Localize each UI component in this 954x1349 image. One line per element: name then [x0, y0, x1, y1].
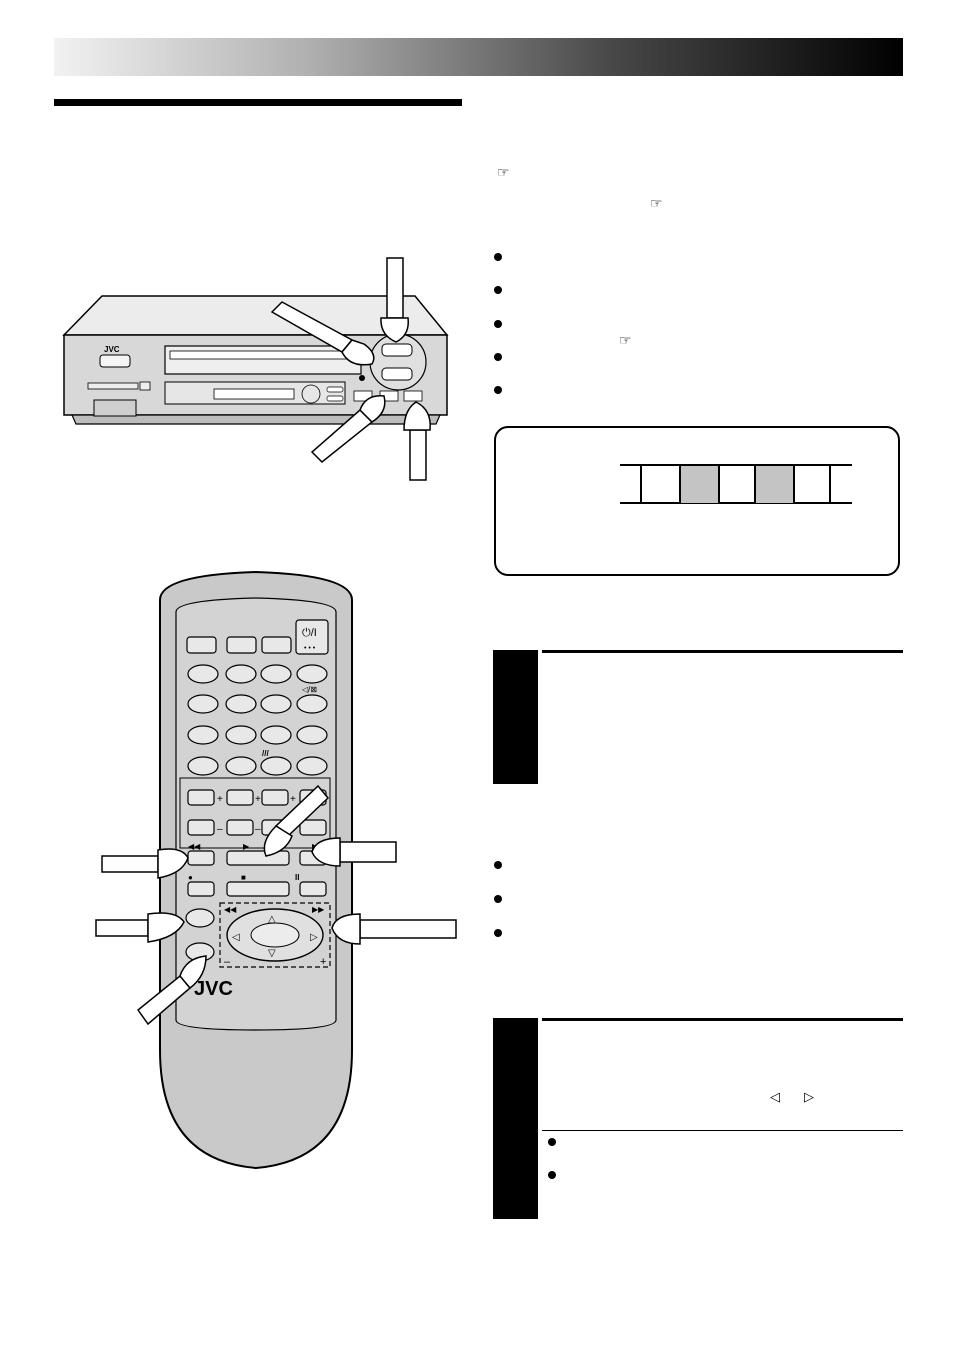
remote-record-button[interactable]: [187, 881, 215, 897]
tape-segment: [793, 466, 829, 503]
reference-hand-icon: ☞: [497, 164, 510, 180]
remote-power-dots: • • •: [304, 645, 316, 652]
pointing-hand-icon: [311, 837, 397, 867]
step-1-rule: [542, 650, 903, 653]
remote-hatch-label: ///: [262, 749, 269, 758]
header-gradient-bar: [54, 38, 903, 76]
remote-shuttle-right-label: ▶▶: [312, 905, 325, 914]
bullet-dot-icon: [494, 386, 502, 394]
info-box: [494, 426, 900, 576]
remote-stop-button[interactable]: [226, 881, 290, 897]
tape-segment-highlighted: [679, 466, 718, 503]
right-triangle-icon: ▷: [310, 932, 318, 943]
remote-plus-label: +: [255, 794, 261, 805]
right-triangle-icon: ▷: [804, 1089, 814, 1104]
remote-pause-button[interactable]: [299, 881, 327, 897]
vcr-pause-button[interactable]: [353, 390, 373, 402]
vcr-play-button[interactable]: [381, 343, 413, 357]
pointing-hand-icon: [270, 301, 375, 366]
step-2-tab: [493, 1018, 538, 1219]
remote-rec-label: ●: [188, 873, 193, 882]
pointing-hand-icon: [95, 912, 185, 943]
bullet-dot-icon: [548, 1171, 556, 1179]
remote-stop-label: ■: [241, 873, 246, 882]
vcr-display: [213, 388, 295, 400]
remote-play-label: ▶: [243, 842, 250, 851]
pointing-hand-icon: [403, 401, 431, 481]
vcr-power-button[interactable]: [99, 354, 131, 368]
svg-text:▽: ▽: [268, 948, 276, 959]
pointing-hand-icon: [101, 848, 189, 879]
left-triangle-icon: ◁: [770, 1089, 780, 1104]
reference-hand-icon: ☞: [619, 332, 632, 348]
remote-shuttle-minus-label: –: [224, 956, 231, 968]
tape-segment: [718, 466, 754, 503]
remote-minus-label: –: [255, 824, 261, 835]
pointing-hand-icon: [136, 955, 207, 1026]
tape-index-diagram: [620, 464, 852, 504]
remote-minus-label: –: [217, 824, 223, 835]
remote-side-button[interactable]: [185, 908, 215, 928]
step-2-rule: [542, 1018, 903, 1021]
bullet-dot-icon: [494, 895, 502, 903]
pointing-hand-icon: [380, 257, 409, 343]
remote-mute-label: ◁/⊠: [302, 685, 317, 694]
remote-pause-label: II: [295, 873, 299, 882]
reference-hand-icon: ☞: [650, 195, 663, 211]
vcr-brand-logo: JVC: [104, 345, 120, 354]
vcr-ffwd-button[interactable]: [403, 390, 423, 402]
bullet-dot-icon: [494, 929, 502, 937]
pointing-hand-icon: [263, 784, 330, 857]
bullet-dot-icon: [494, 861, 502, 869]
remote-power-label: ⏻/I: [302, 627, 317, 639]
remote-ok-button[interactable]: [250, 922, 300, 948]
step-1-tab: [493, 650, 538, 784]
remote-plus-label: +: [290, 794, 296, 805]
remote-plus-label: +: [217, 794, 223, 805]
bullet-dot-icon: [548, 1138, 556, 1146]
remote-power-button[interactable]: [295, 619, 329, 655]
remote-play-button[interactable]: [226, 850, 290, 866]
remote-shuttle-plus-label: +: [320, 956, 326, 968]
remote-number-keys[interactable]: [187, 664, 328, 776]
svg-text:△: △: [268, 914, 276, 925]
bullet-dot-icon: [494, 286, 502, 294]
remote-rewind-button[interactable]: [187, 850, 215, 866]
remote-rew-label: ◀◀: [188, 842, 201, 851]
tape-segment-edge: [829, 466, 831, 503]
remote-shuttle-left-label: ◀◀: [224, 905, 237, 914]
pointing-hand-icon: [310, 395, 386, 464]
section-heading-rule: [54, 99, 462, 106]
remote-brand-logo: JVC: [194, 978, 233, 1000]
tape-segment-highlighted: [754, 466, 793, 503]
pointing-hand-icon: [331, 913, 457, 945]
bullet-dot-icon: [494, 253, 502, 261]
step-2-note-rule: [542, 1130, 903, 1131]
left-triangle-icon: ◁: [232, 932, 240, 943]
bullet-dot-icon: [494, 320, 502, 328]
bullet-dot-icon: [494, 353, 502, 361]
vcr-stop-eject-button[interactable]: [381, 367, 413, 381]
tape-segment: [640, 466, 679, 503]
